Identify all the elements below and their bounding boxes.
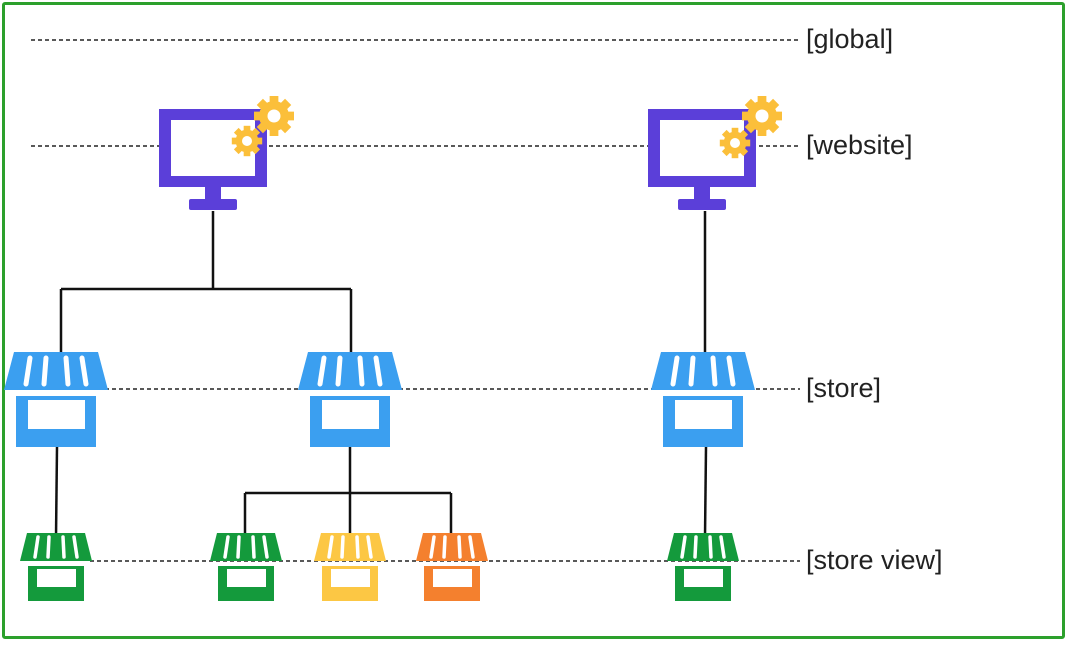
website-2 (648, 96, 782, 210)
connector-website-1-to-stores (59, 211, 353, 353)
global-label: [global] (806, 24, 893, 54)
store-view-label: [store view] (806, 545, 943, 575)
store-label: [store] (806, 373, 881, 403)
store-3-storefront-icon (651, 352, 755, 447)
diagram-frame (2, 2, 1065, 639)
store-view-5-storefront-icon (665, 531, 741, 603)
connector-store-1-to-view (54, 446, 59, 538)
monitor-with-gears-icon (648, 96, 782, 210)
store-view-3-storefront-icon (312, 531, 388, 603)
store-2-storefront-icon (298, 352, 402, 447)
store-view-2-storefront-icon (208, 531, 284, 603)
store-1-storefront-icon (4, 352, 108, 447)
hierarchy-connectors (54, 211, 708, 538)
store-view-4-storefront-icon (414, 531, 490, 603)
monitor-with-gears-icon (159, 96, 294, 210)
website-label: [website] (806, 130, 913, 160)
store-view-1-storefront-icon (18, 531, 94, 603)
connector-store-3-to-view (703, 446, 708, 538)
website-1 (159, 96, 294, 210)
connector-store-2-to-views (243, 447, 453, 537)
